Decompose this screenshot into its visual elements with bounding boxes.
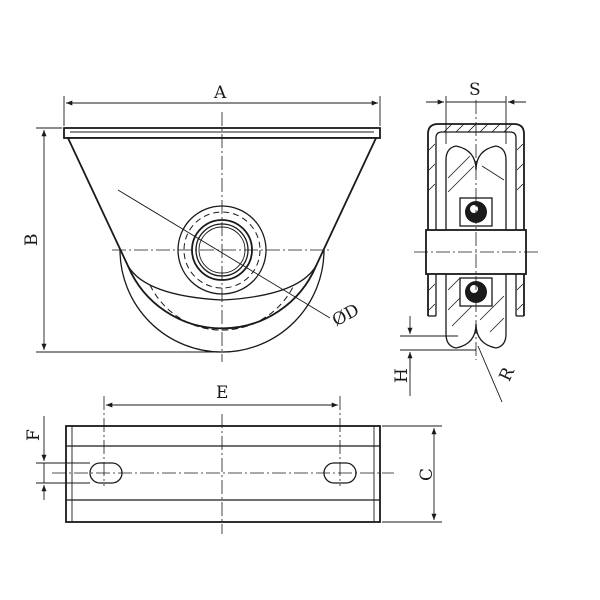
side-view: S H R (392, 80, 538, 403)
hub-dash (183, 211, 261, 289)
plan-view: E F C (24, 383, 442, 534)
dimension-label-F: F (24, 429, 44, 441)
dimension-label-R: R (496, 363, 520, 384)
dimension-label-D: ØD (329, 300, 363, 331)
side-wheel (445, 145, 507, 349)
dimension-label-C: C (417, 468, 437, 481)
dimension-label-S: S (469, 80, 481, 100)
front-view: ØD A B (22, 83, 381, 362)
dimension-label-E: E (216, 383, 228, 403)
radius-leader (477, 345, 503, 403)
plate-outline (65, 425, 381, 523)
dimension-label-A: A (213, 83, 227, 103)
dimension-label-B: B (22, 234, 42, 247)
dimension-label-H: H (392, 368, 412, 383)
diameter-leader (117, 189, 331, 319)
